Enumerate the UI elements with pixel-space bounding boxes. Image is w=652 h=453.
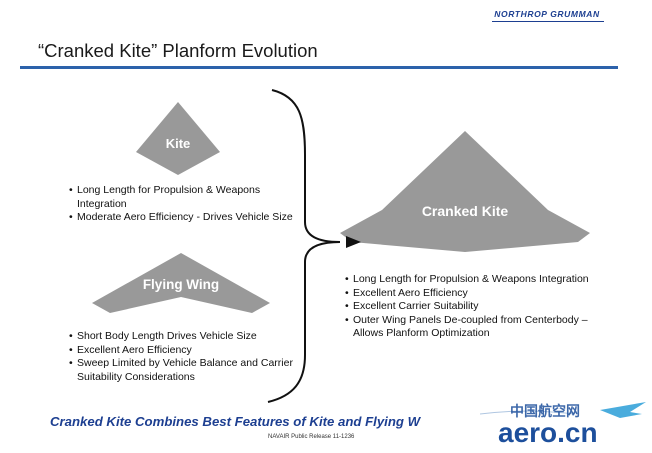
kite-shape bbox=[136, 102, 220, 175]
summary-banner: Cranked Kite Combines Best Features of K… bbox=[50, 414, 421, 429]
aero-cn-watermark: 中国航空网 aero.cn bbox=[480, 402, 646, 448]
cranked-kite-label: Cranked Kite bbox=[421, 203, 509, 219]
svg-text:中国航空网: 中国航空网 bbox=[510, 403, 580, 420]
flying-wing-label: Flying Wing bbox=[142, 277, 220, 292]
flying-wing-bullets: Short Body Length Drives Vehicle Size Ex… bbox=[69, 330, 294, 384]
flying-wing-bullet: Sweep Limited by Vehicle Balance and Car… bbox=[69, 357, 294, 384]
title-rule bbox=[20, 66, 618, 69]
cranked-kite-bullets: Long Length for Propulsion & Weapons Int… bbox=[345, 273, 590, 341]
kite-label: Kite bbox=[165, 136, 191, 151]
arrow-head-icon bbox=[346, 236, 361, 248]
cranked-kite-bullet: Long Length for Propulsion & Weapons Int… bbox=[345, 273, 590, 287]
cranked-kite-bullet: Excellent Carrier Suitability bbox=[345, 300, 590, 314]
cranked-kite-bullet: Outer Wing Panels De-coupled from Center… bbox=[345, 314, 590, 341]
release-note: NAVAIR Public Release 11-1236 bbox=[268, 434, 355, 440]
cranked-kite-shape bbox=[340, 131, 590, 252]
svg-text:aero.cn: aero.cn bbox=[498, 417, 598, 448]
flying-wing-bullet: Excellent Aero Efficiency bbox=[69, 344, 294, 358]
northrop-grumman-logo: NORTHROP GRUMMAN bbox=[494, 9, 600, 19]
cranked-kite-bullet: Excellent Aero Efficiency bbox=[345, 287, 590, 301]
slide-title: “Cranked Kite” Planform Evolution bbox=[38, 40, 318, 61]
kite-bullet: Long Length for Propulsion & Weapons Int… bbox=[69, 184, 294, 211]
logo-underline bbox=[492, 21, 604, 22]
kite-bullet: Moderate Aero Efficiency - Drives Vehicl… bbox=[69, 211, 294, 225]
kite-bullets: Long Length for Propulsion & Weapons Int… bbox=[69, 184, 294, 225]
bracket-icon bbox=[267, 89, 341, 403]
flying-wing-shape bbox=[92, 253, 270, 313]
flying-wing-bullet: Short Body Length Drives Vehicle Size bbox=[69, 330, 294, 344]
